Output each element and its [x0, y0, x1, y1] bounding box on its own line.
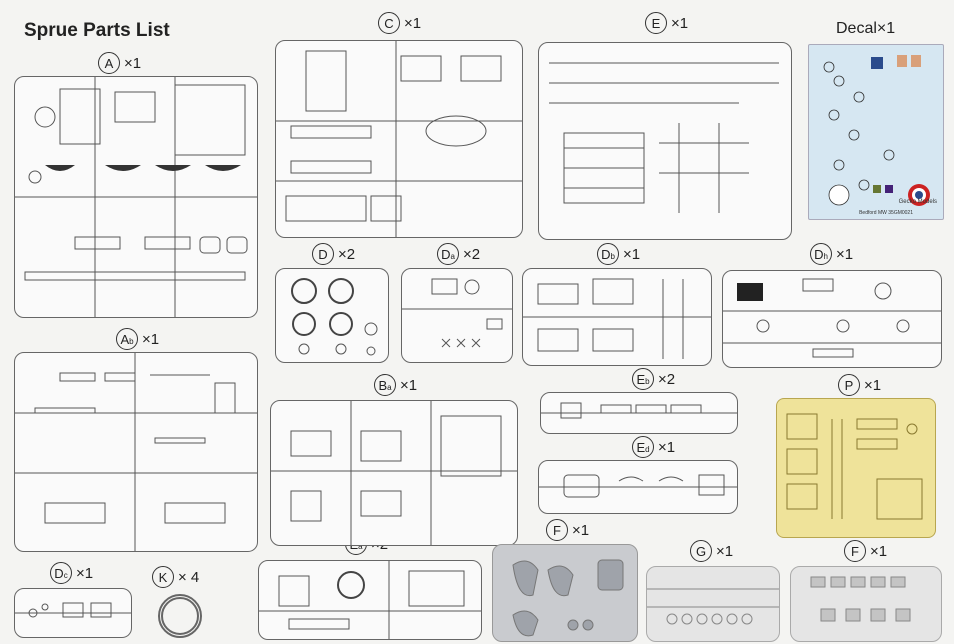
- sprue-f-light-parts: [810, 576, 911, 622]
- sprue-p-parts: [786, 413, 923, 520]
- sprue-da: [401, 268, 513, 363]
- sprue-c: [275, 40, 523, 238]
- sprue-letter-badge: K: [152, 566, 174, 588]
- sprue-dh-parts: [723, 278, 941, 358]
- sprue-c-parts: [276, 41, 522, 237]
- label-sprue-f-light: F ×1: [844, 540, 887, 562]
- sprue-letter-badge: C: [378, 12, 400, 34]
- sprue-dc-parts: [15, 602, 131, 618]
- sprue-db: [522, 268, 712, 366]
- sprue-eb-parts: [541, 402, 737, 419]
- sprue-letter-badge: E: [645, 12, 667, 34]
- label-sprue-k: K × 4: [152, 566, 199, 588]
- label-decal: Decal×1: [836, 20, 896, 37]
- label-sprue-c: C ×1: [378, 12, 421, 34]
- sprue-dc: [14, 588, 132, 638]
- decal-sheet-art: [823, 55, 930, 206]
- sprue-g: [646, 566, 780, 642]
- sprue-f-gray: [492, 544, 638, 642]
- label-sprue-g: G ×1: [690, 540, 733, 562]
- sprue-p-photo-etch: [776, 398, 936, 538]
- sprue-db-parts: [523, 278, 711, 359]
- sprue-letter-badge: G: [690, 540, 712, 562]
- page-title: Sprue Parts List: [24, 20, 170, 41]
- sprue-ab-parts: [15, 353, 257, 551]
- sprue-ea-parts: [259, 561, 481, 639]
- sprue-g-parts: [647, 588, 779, 625]
- label-sprue-e: E ×1: [645, 12, 688, 34]
- sprue-e-parts: [549, 62, 779, 213]
- sprue-da-parts: [402, 278, 512, 348]
- sprue-letter-badge: F: [844, 540, 866, 562]
- sprue-f-gray-parts: [512, 559, 624, 637]
- sprue-letter-badge: D: [312, 243, 334, 265]
- sprue-ba: [270, 400, 518, 546]
- label-sprue-p: P ×1: [838, 374, 881, 396]
- sprue-d-parts: [291, 278, 378, 356]
- sprue-ed-parts: [539, 474, 737, 498]
- sprue-a: [14, 76, 258, 318]
- sprue-ab: [14, 352, 258, 552]
- decal-sheet: Gecko Models Bedford MW 35GM0021: [808, 44, 944, 220]
- sprue-a-parts: [15, 77, 257, 317]
- sprue-f-light: [790, 566, 942, 642]
- sprue-letter-badge: P: [838, 374, 860, 396]
- sprue-letter-badge: F: [546, 519, 568, 541]
- label-sprue-f-gray: F ×1: [546, 519, 589, 541]
- sprue-ba-parts: [271, 401, 517, 545]
- sprue-dh: [722, 270, 942, 368]
- sprue-eb: [540, 392, 738, 434]
- label-sprue-d: D ×2: [312, 243, 355, 265]
- decal-kit-text: Bedford MW 35GM0021: [859, 210, 913, 216]
- sprue-d: [275, 268, 389, 363]
- sprue-e: [538, 42, 792, 240]
- label-sprue-a: A ×1: [98, 52, 141, 74]
- sprue-letter-badge: A: [98, 52, 120, 74]
- decal-brand-text: Gecko Models: [898, 199, 937, 205]
- sprue-ea: [258, 560, 482, 640]
- sprue-ed: [538, 460, 738, 514]
- tire-k: [158, 594, 202, 638]
